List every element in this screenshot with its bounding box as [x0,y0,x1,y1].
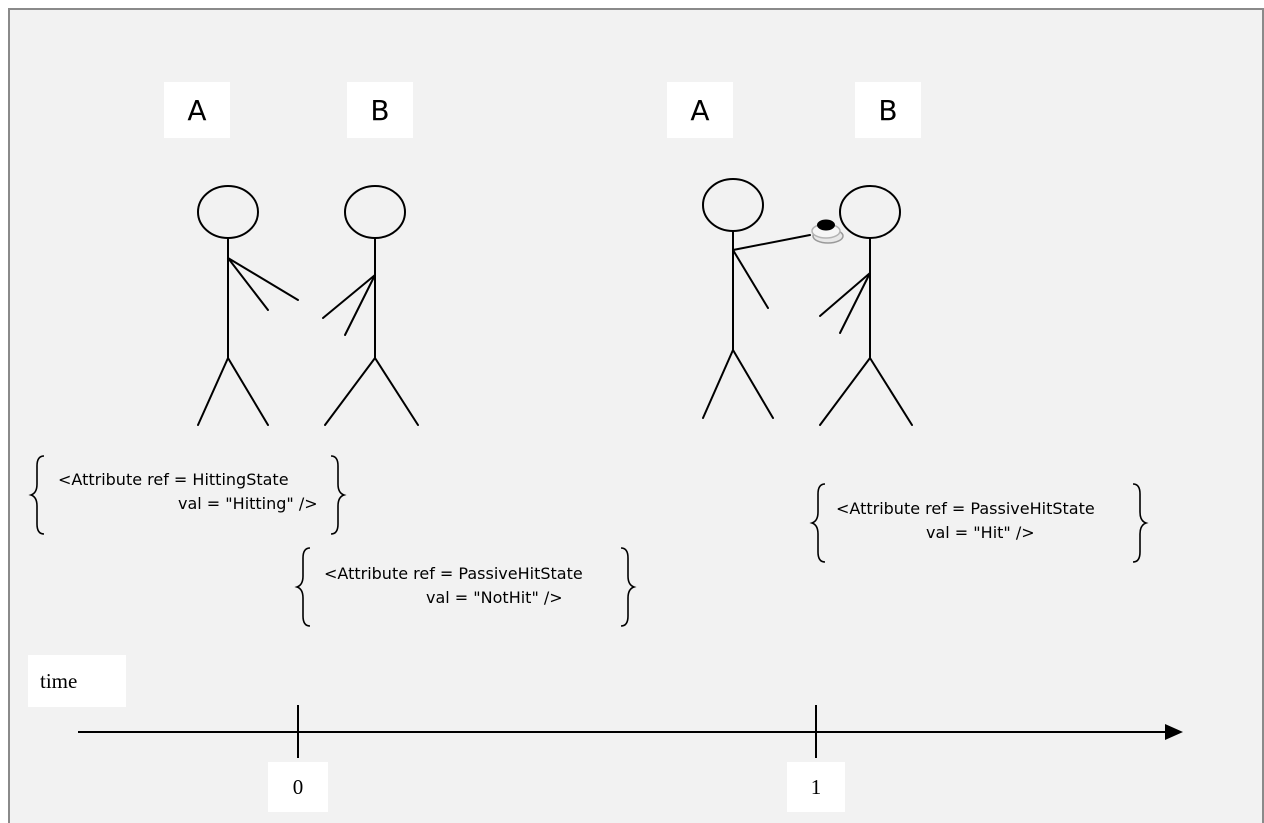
brace-not-hit [294,547,637,627]
stick-figure-a-t0 [197,185,299,426]
actor-label-a-t1: A [667,82,733,138]
actor-label-b-t0: B [347,82,413,138]
brace-hitting [28,455,347,535]
brace-hit [809,483,1149,563]
diagram-canvas [8,8,1264,823]
stick-figure-b-t0 [322,185,419,426]
actor-label-b-t1: B [855,82,921,138]
attribute-line1: <Attribute ref = PassiveHitState [836,499,1095,518]
impact-icon [811,219,844,244]
attribute-hit-state: <Attribute ref = PassiveHitState val = "… [836,497,1095,545]
time-axis-arrowhead [1165,724,1183,740]
tick-label-1: 1 [787,762,845,812]
time-axis-label: time [28,655,126,707]
stick-figure-b-t1 [819,185,913,426]
attribute-line2: val = "Hitting" /> [178,494,318,513]
actor-label-a-t0: A [164,82,230,138]
timeline [78,705,1183,758]
stick-figure-a-t1 [702,178,811,419]
attribute-line2: val = "NotHit" /> [426,588,563,607]
tick-label-0: 0 [268,762,328,812]
attribute-hitting-state: <Attribute ref = HittingState val = "Hit… [58,468,318,516]
attribute-not-hit-state: <Attribute ref = PassiveHitState val = "… [324,562,583,610]
attribute-line1: <Attribute ref = HittingState [58,470,289,489]
attribute-line1: <Attribute ref = PassiveHitState [324,564,583,583]
attribute-line2: val = "Hit" /> [926,523,1035,542]
